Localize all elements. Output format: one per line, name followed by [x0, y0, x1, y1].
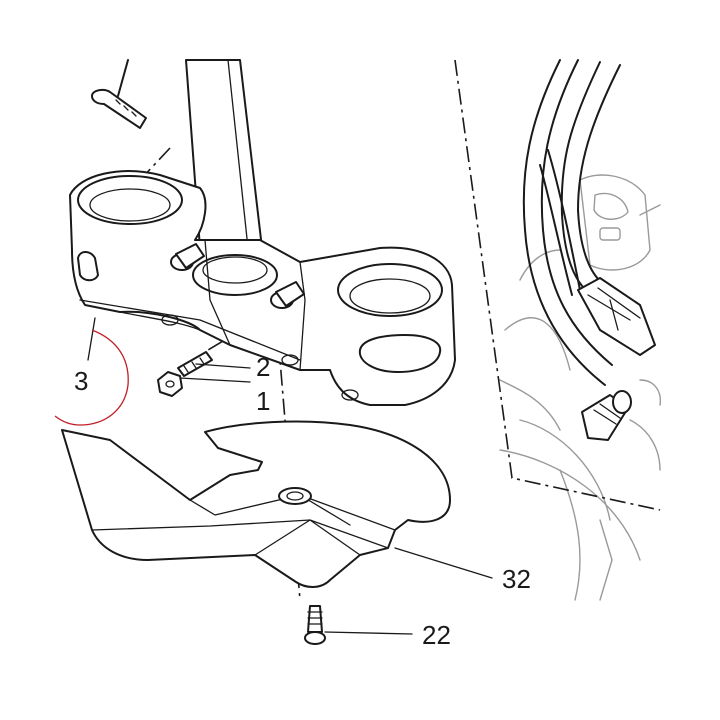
connector-upper: [577, 277, 656, 356]
clamp-bolt-top: [91, 59, 147, 129]
part-32-cover-plate: [61, 420, 451, 588]
leader-lines: [87, 317, 493, 635]
highlight-circle: [54, 329, 129, 426]
part-1-nut: [157, 371, 183, 397]
triple-clamp: [69, 170, 456, 406]
callout-3: 3: [74, 366, 88, 396]
wiring-harness: [522, 59, 656, 441]
background-frame-detail: [499, 174, 662, 601]
part-22-screw: [304, 605, 326, 645]
callout-1: 1: [256, 386, 270, 416]
callout-2: 2: [256, 352, 270, 382]
part-2-stud-bolt: [177, 351, 213, 377]
callout-32: 32: [502, 564, 531, 594]
callout-22: 22: [422, 620, 451, 650]
